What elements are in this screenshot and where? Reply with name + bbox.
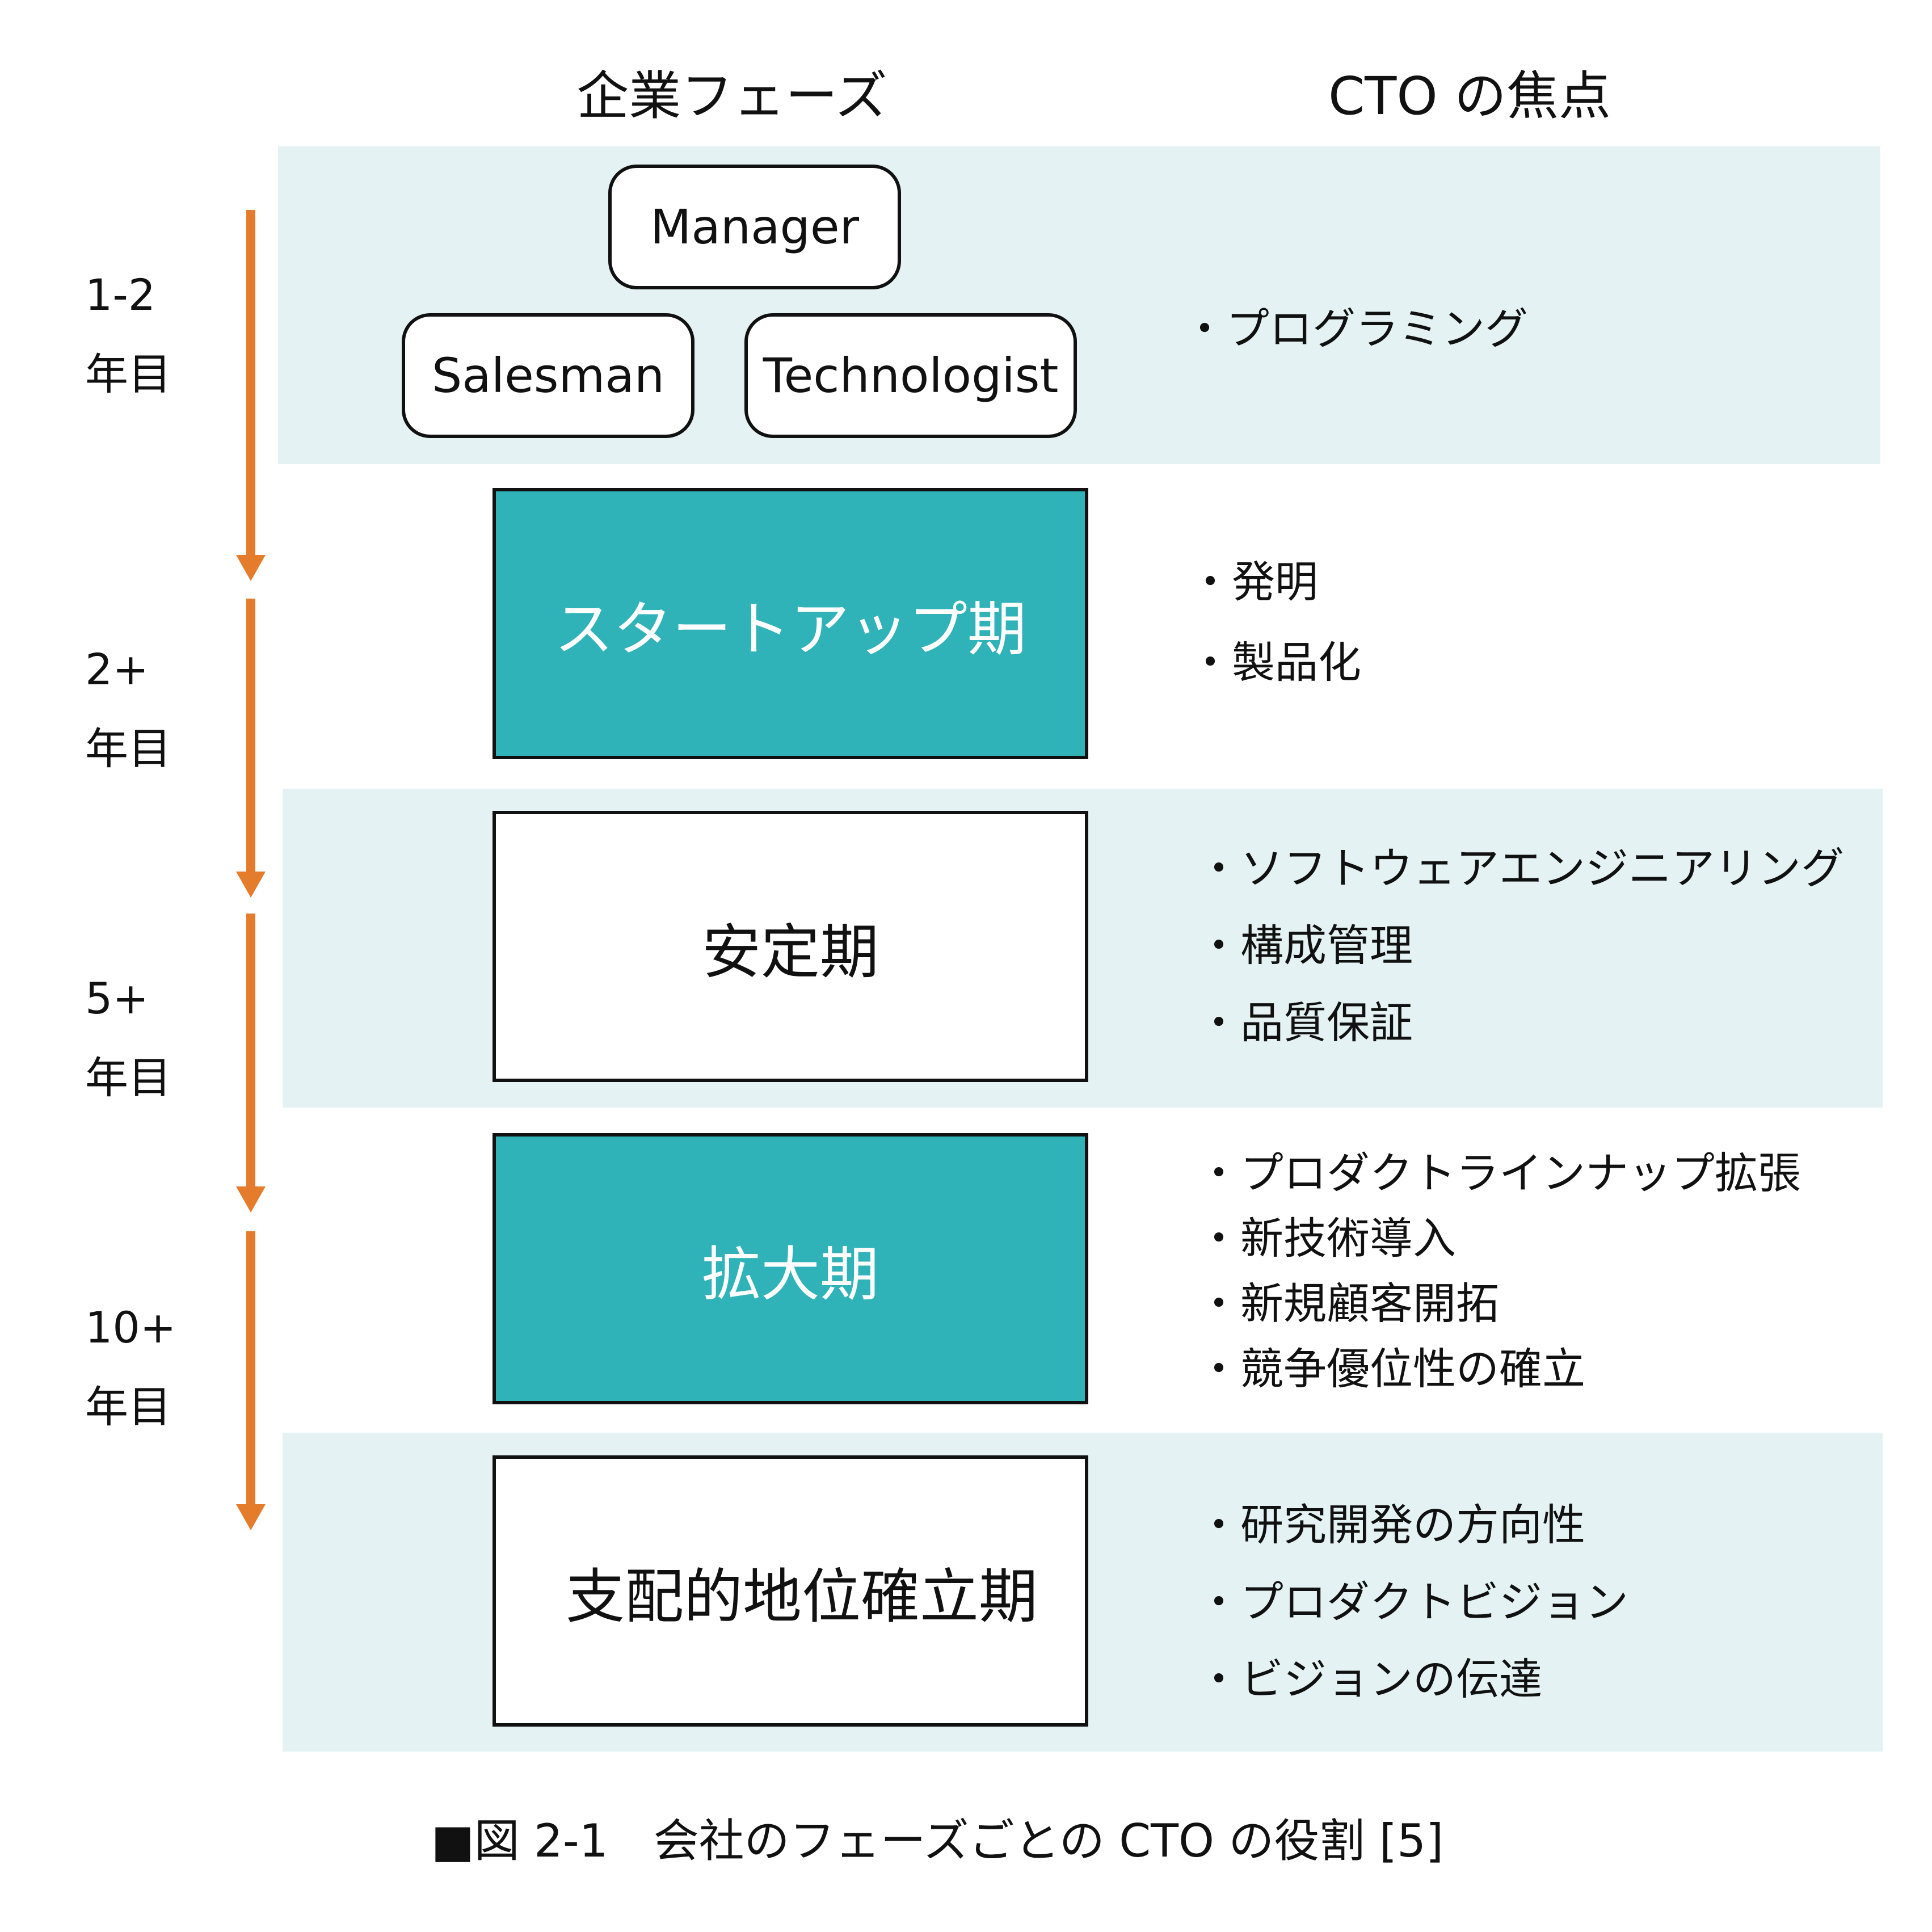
year-number: 10+ (85, 1302, 176, 1353)
year-unit: 年目 (85, 349, 171, 399)
year-label-10-plus: 10+ 年目 (85, 1288, 221, 1447)
focus-item: ・研究開発の方向性 (1197, 1500, 1585, 1550)
focus-item: ・発明 (1189, 557, 1318, 607)
year-number: 1-2 (85, 270, 156, 320)
focus-item: ・ビジョンの伝達 (1197, 1654, 1542, 1704)
phase-box-dominant: 支配的地位確立期 (493, 1455, 1088, 1727)
year-unit: 年目 (85, 1382, 171, 1432)
year-label-5-plus: 5+ 年目 (85, 959, 221, 1118)
focus-item: ・ソフトウェアエンジニアリング (1197, 843, 1844, 894)
role-pill-technologist: Technologist (744, 313, 1077, 438)
focus-list-dominant: ・研究開発の方向性 ・プロダクトビジョン ・ビジョンの伝達 (1197, 1487, 1628, 1718)
focus-item: ・新技術導入 (1197, 1213, 1456, 1264)
focus-list-stable: ・ソフトウェアエンジニアリング ・構成管理 ・品質保証 (1197, 830, 1844, 1062)
phase-box-startup: スタートアップ期 (493, 488, 1088, 759)
year-number: 2+ (85, 644, 149, 694)
phase-label: 安定期 (701, 917, 879, 987)
phase-box-stable: 安定期 (493, 811, 1088, 1082)
year-unit: 年目 (85, 723, 171, 774)
arrow-shaft (246, 599, 255, 874)
phase-column-header: 企業フェーズ (576, 66, 887, 127)
phase-label: 支配的地位確立期 (565, 1561, 1038, 1631)
focus-list-roles: ・プログラミング (1183, 298, 1528, 360)
arrow-head-icon (236, 872, 266, 898)
arrow-head-icon (236, 1186, 266, 1213)
role-pill-salesman: Salesman (402, 313, 694, 438)
focus-list-expansion: ・プロダクトラインナップ拡張 ・新技術導入 ・新規顧客開拓 ・競争優位性の確立 (1197, 1140, 1801, 1401)
focus-list-startup: ・発明 ・製品化 (1189, 542, 1361, 703)
focus-item: ・プロダクトラインナップ拡張 (1197, 1148, 1801, 1198)
figure-caption: ■図 2-1 会社のフェーズごとの CTO の役割 [5] (431, 1815, 1444, 1867)
focus-item: ・競争優位性の確立 (1197, 1344, 1585, 1394)
arrow-head-icon (236, 555, 266, 581)
focus-item: ・新規顧客開拓 (1197, 1278, 1499, 1329)
arrow-shaft (246, 210, 255, 557)
year-number: 5+ (85, 973, 149, 1024)
focus-item: ・構成管理 (1197, 920, 1413, 971)
arrow-head-icon (236, 1504, 266, 1530)
role-pill-manager: Manager (608, 165, 901, 289)
year-label-1-2: 1-2 年目 (85, 255, 221, 414)
focus-item: ・品質保証 (1197, 997, 1413, 1048)
phase-label: スタートアップ期 (554, 594, 1026, 664)
year-unit: 年目 (85, 1053, 171, 1103)
focus-column-header: CTO の焦点 (1328, 66, 1611, 127)
arrow-shaft (246, 1231, 255, 1506)
focus-item: ・プロダクトビジョン (1197, 1577, 1628, 1627)
phase-box-expansion: 拡大期 (493, 1133, 1088, 1404)
focus-item: ・プログラミング (1183, 304, 1528, 354)
year-label-2-plus: 2+ 年目 (85, 630, 221, 789)
arrow-shaft (246, 914, 255, 1189)
phase-label: 拡大期 (701, 1239, 879, 1309)
focus-item: ・製品化 (1189, 637, 1361, 688)
